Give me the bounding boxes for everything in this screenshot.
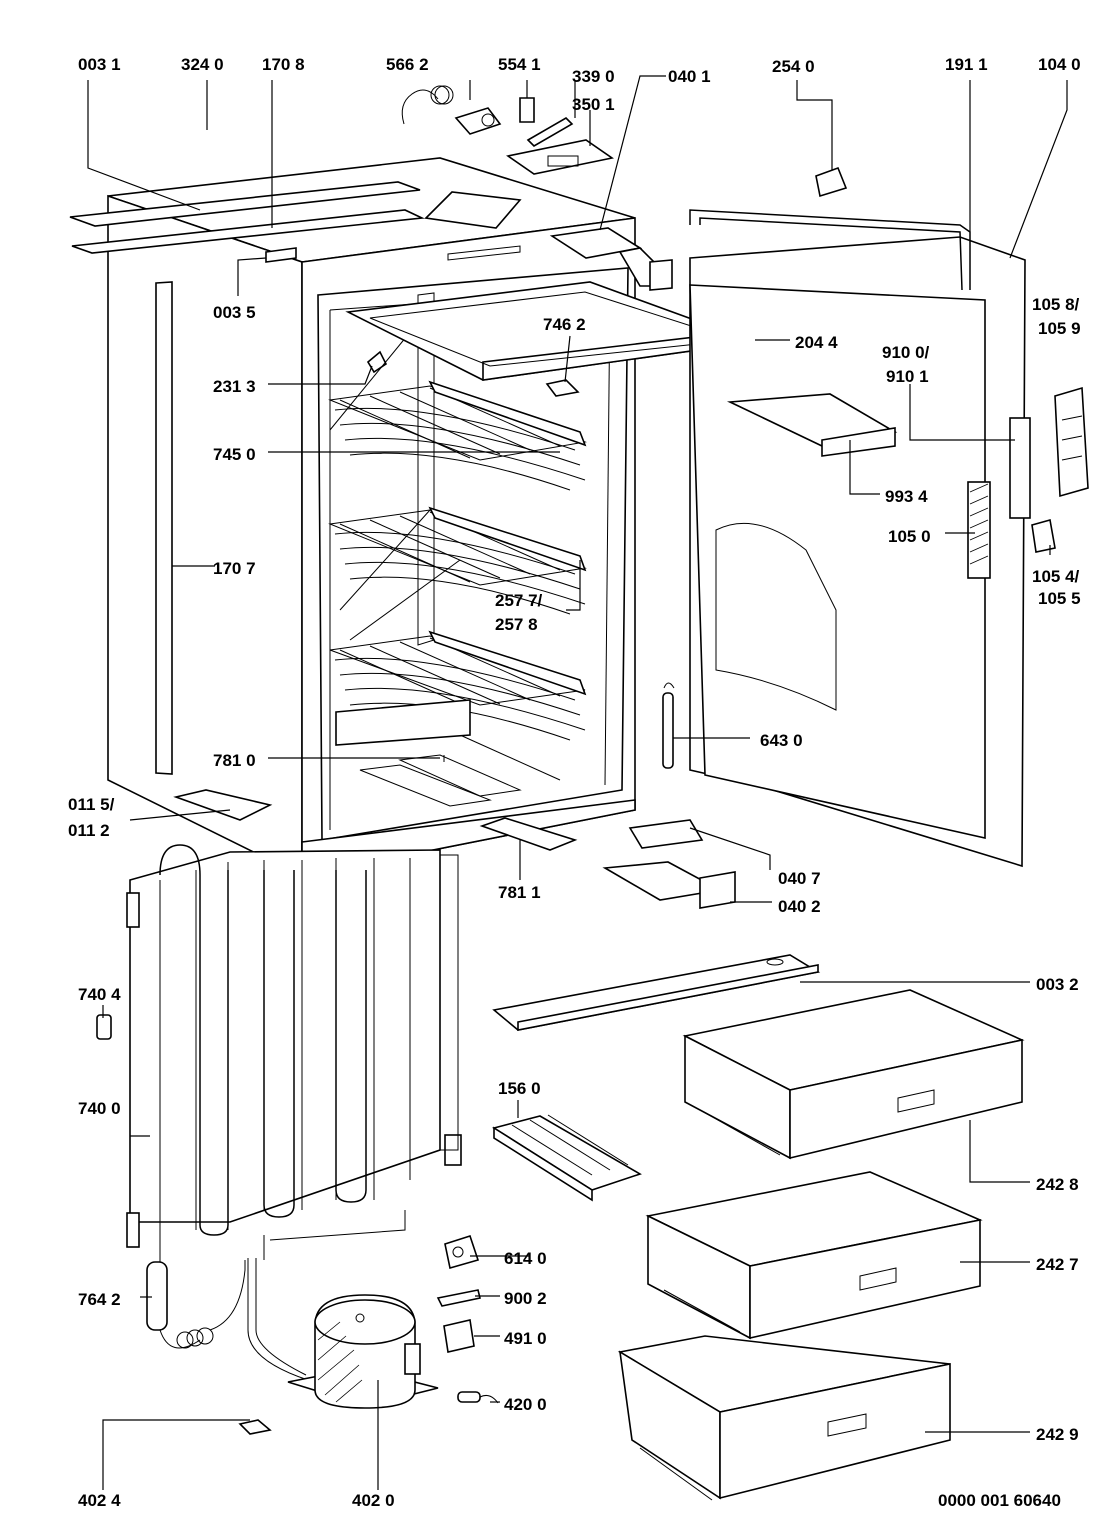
label-003-2: 003 2 bbox=[1036, 975, 1079, 994]
label-242-9: 242 9 bbox=[1036, 1425, 1079, 1444]
cabinet bbox=[69, 157, 636, 878]
label-242-8: 242 8 bbox=[1036, 1175, 1079, 1194]
label-324-0: 324 0 bbox=[181, 55, 224, 74]
dryer-filter bbox=[146, 1260, 246, 1349]
leader-lines bbox=[87, 75, 1068, 1490]
label-204-4: 204 4 bbox=[795, 333, 838, 352]
evaporator-grid-2 bbox=[328, 506, 587, 615]
capacitor bbox=[457, 1391, 499, 1404]
label-254-0: 254 0 bbox=[772, 57, 815, 76]
label-105-5: 105 5 bbox=[1038, 589, 1081, 608]
label-993-4: 993 4 bbox=[885, 487, 928, 506]
door-latch bbox=[1031, 518, 1056, 553]
crisper-drawer-3 bbox=[617, 1335, 951, 1501]
label-257-7: 257 7/ bbox=[495, 591, 543, 610]
label-231-3: 231 3 bbox=[213, 377, 256, 396]
control-panel bbox=[506, 139, 614, 175]
label-745-0: 745 0 bbox=[213, 445, 256, 464]
part-labels: 003 1 324 0 170 8 566 2 554 1 339 0 350 … bbox=[68, 55, 1081, 1510]
label-740-0: 740 0 bbox=[78, 1099, 121, 1118]
label-170-8: 170 8 bbox=[262, 55, 305, 74]
label-105-4: 105 4/ bbox=[1032, 567, 1080, 586]
label-105-9: 105 9 bbox=[1038, 319, 1081, 338]
label-402-0: 402 0 bbox=[352, 1491, 395, 1510]
label-339-0: 339 0 bbox=[572, 67, 615, 86]
crisper-drawer-1 bbox=[682, 989, 1025, 1160]
label-011-5: 011 5/ bbox=[68, 795, 115, 814]
label-257-8: 257 8 bbox=[495, 615, 538, 634]
lamp-holder bbox=[519, 97, 535, 123]
thermostat bbox=[401, 85, 502, 135]
label-156-0: 156 0 bbox=[498, 1079, 541, 1098]
label-900-2: 900 2 bbox=[504, 1289, 547, 1308]
lamp-tube bbox=[526, 116, 574, 148]
label-746-2: 746 2 bbox=[543, 315, 586, 334]
label-910-0: 910 0/ bbox=[882, 343, 930, 362]
crisper-drawer-2 bbox=[645, 1171, 983, 1340]
label-105-8: 105 8/ bbox=[1032, 295, 1080, 314]
label-003-5: 003 5 bbox=[213, 303, 256, 322]
label-040-7: 040 7 bbox=[778, 869, 821, 888]
label-781-1: 781 1 bbox=[498, 883, 541, 902]
divider-plate bbox=[492, 954, 821, 1031]
clip bbox=[238, 1419, 272, 1435]
label-554-1: 554 1 bbox=[498, 55, 541, 74]
label-740-4: 740 4 bbox=[78, 985, 121, 1004]
ice-tray bbox=[492, 1114, 642, 1202]
top-hinge bbox=[549, 227, 673, 291]
label-105-0: 105 0 bbox=[888, 527, 931, 546]
starter-relay bbox=[444, 1234, 480, 1270]
label-191-1: 191 1 bbox=[945, 55, 988, 74]
label-011-2: 011 2 bbox=[68, 821, 110, 840]
label-643-0: 643 0 bbox=[760, 731, 803, 750]
compressor bbox=[287, 1294, 439, 1409]
condenser bbox=[126, 844, 462, 1285]
label-910-1: 910 1 bbox=[886, 367, 929, 386]
label-040-2: 040 2 bbox=[778, 897, 821, 916]
door-stop bbox=[815, 166, 848, 198]
label-402-4: 402 4 bbox=[78, 1491, 121, 1510]
label-781-0: 781 0 bbox=[213, 751, 256, 770]
grommet bbox=[96, 1014, 112, 1040]
label-491-0: 491 0 bbox=[504, 1329, 547, 1348]
label-350-1: 350 1 bbox=[572, 95, 615, 114]
label-104-0: 104 0 bbox=[1038, 55, 1081, 74]
overload-protector bbox=[436, 1289, 481, 1307]
label-242-7: 242 7 bbox=[1036, 1255, 1079, 1274]
shelf-clip bbox=[545, 379, 580, 397]
door-bracket bbox=[1054, 386, 1089, 498]
label-003-1: 003 1 bbox=[78, 55, 121, 74]
document-number: 0000 001 60640 bbox=[938, 1491, 1061, 1510]
hinge-cover bbox=[628, 819, 704, 849]
door bbox=[662, 209, 1031, 868]
evaporator-grid-1 bbox=[328, 380, 587, 491]
bottom-hinge bbox=[602, 861, 736, 909]
label-614-0: 614 0 bbox=[504, 1249, 547, 1268]
label-764-2: 764 2 bbox=[78, 1290, 121, 1309]
label-420-0: 420 0 bbox=[504, 1395, 547, 1414]
label-040-1: 040 1 bbox=[668, 67, 711, 86]
label-566-2: 566 2 bbox=[386, 55, 429, 74]
label-170-7: 170 7 bbox=[213, 559, 256, 578]
relay-cover bbox=[443, 1319, 475, 1353]
evaporator-grid-3 bbox=[329, 630, 587, 746]
